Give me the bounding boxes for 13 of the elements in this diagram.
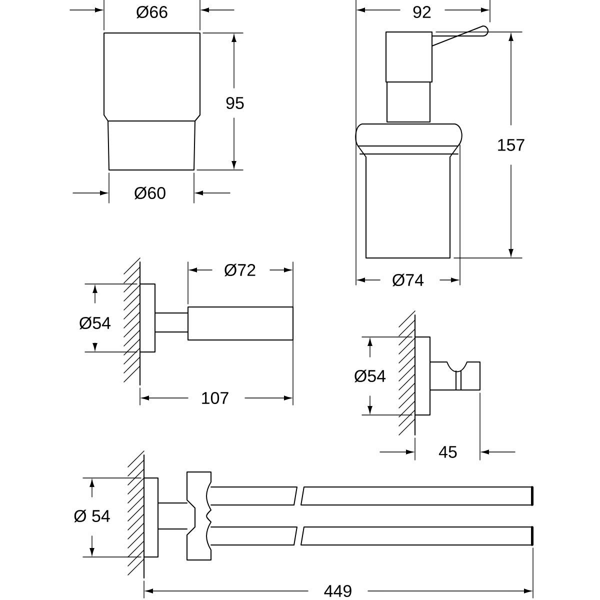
dimension-label: 157 — [498, 139, 524, 151]
dimension-label: Ø74 — [392, 274, 424, 286]
dimension-label: 45 — [438, 446, 457, 458]
dimension-label: Ø72 — [224, 264, 256, 276]
dimension-label: 107 — [202, 392, 228, 404]
dimension-label: Ø54 — [354, 370, 386, 382]
dimension-label: Ø54 — [80, 316, 111, 330]
dimension-label: 92 — [413, 6, 431, 18]
dimension-label: 95 — [226, 96, 244, 110]
dimension-label: Ø 54 — [74, 510, 110, 522]
dimension-label: 449 — [324, 585, 352, 598]
dimension-label: Ø66 — [136, 6, 168, 18]
dimension-label: Ø60 — [134, 186, 166, 200]
